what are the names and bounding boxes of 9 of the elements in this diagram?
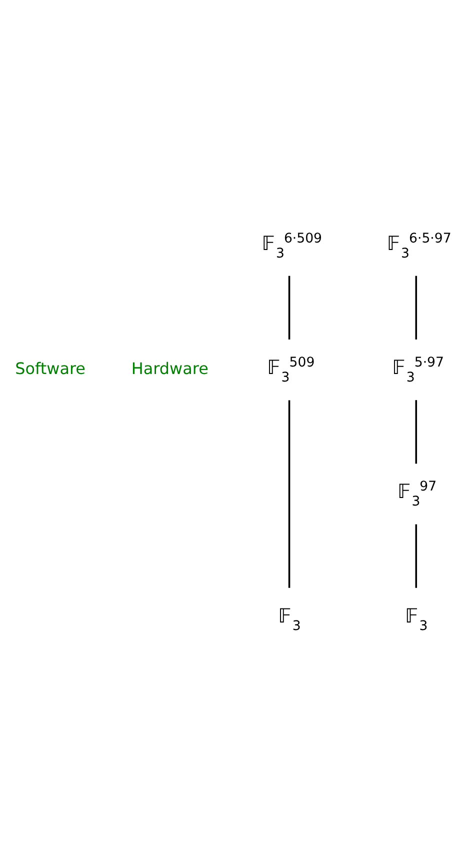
connector xyxy=(288,275,290,339)
connector xyxy=(415,275,418,339)
connector xyxy=(288,400,290,588)
node-text: 𝔽$_{3}$ xyxy=(405,604,428,634)
connector xyxy=(415,400,418,464)
label: Software xyxy=(15,358,86,378)
connector xyxy=(415,524,418,588)
node-text: 𝔽$_{3}$ xyxy=(278,604,301,634)
label: Hardware xyxy=(131,358,208,378)
